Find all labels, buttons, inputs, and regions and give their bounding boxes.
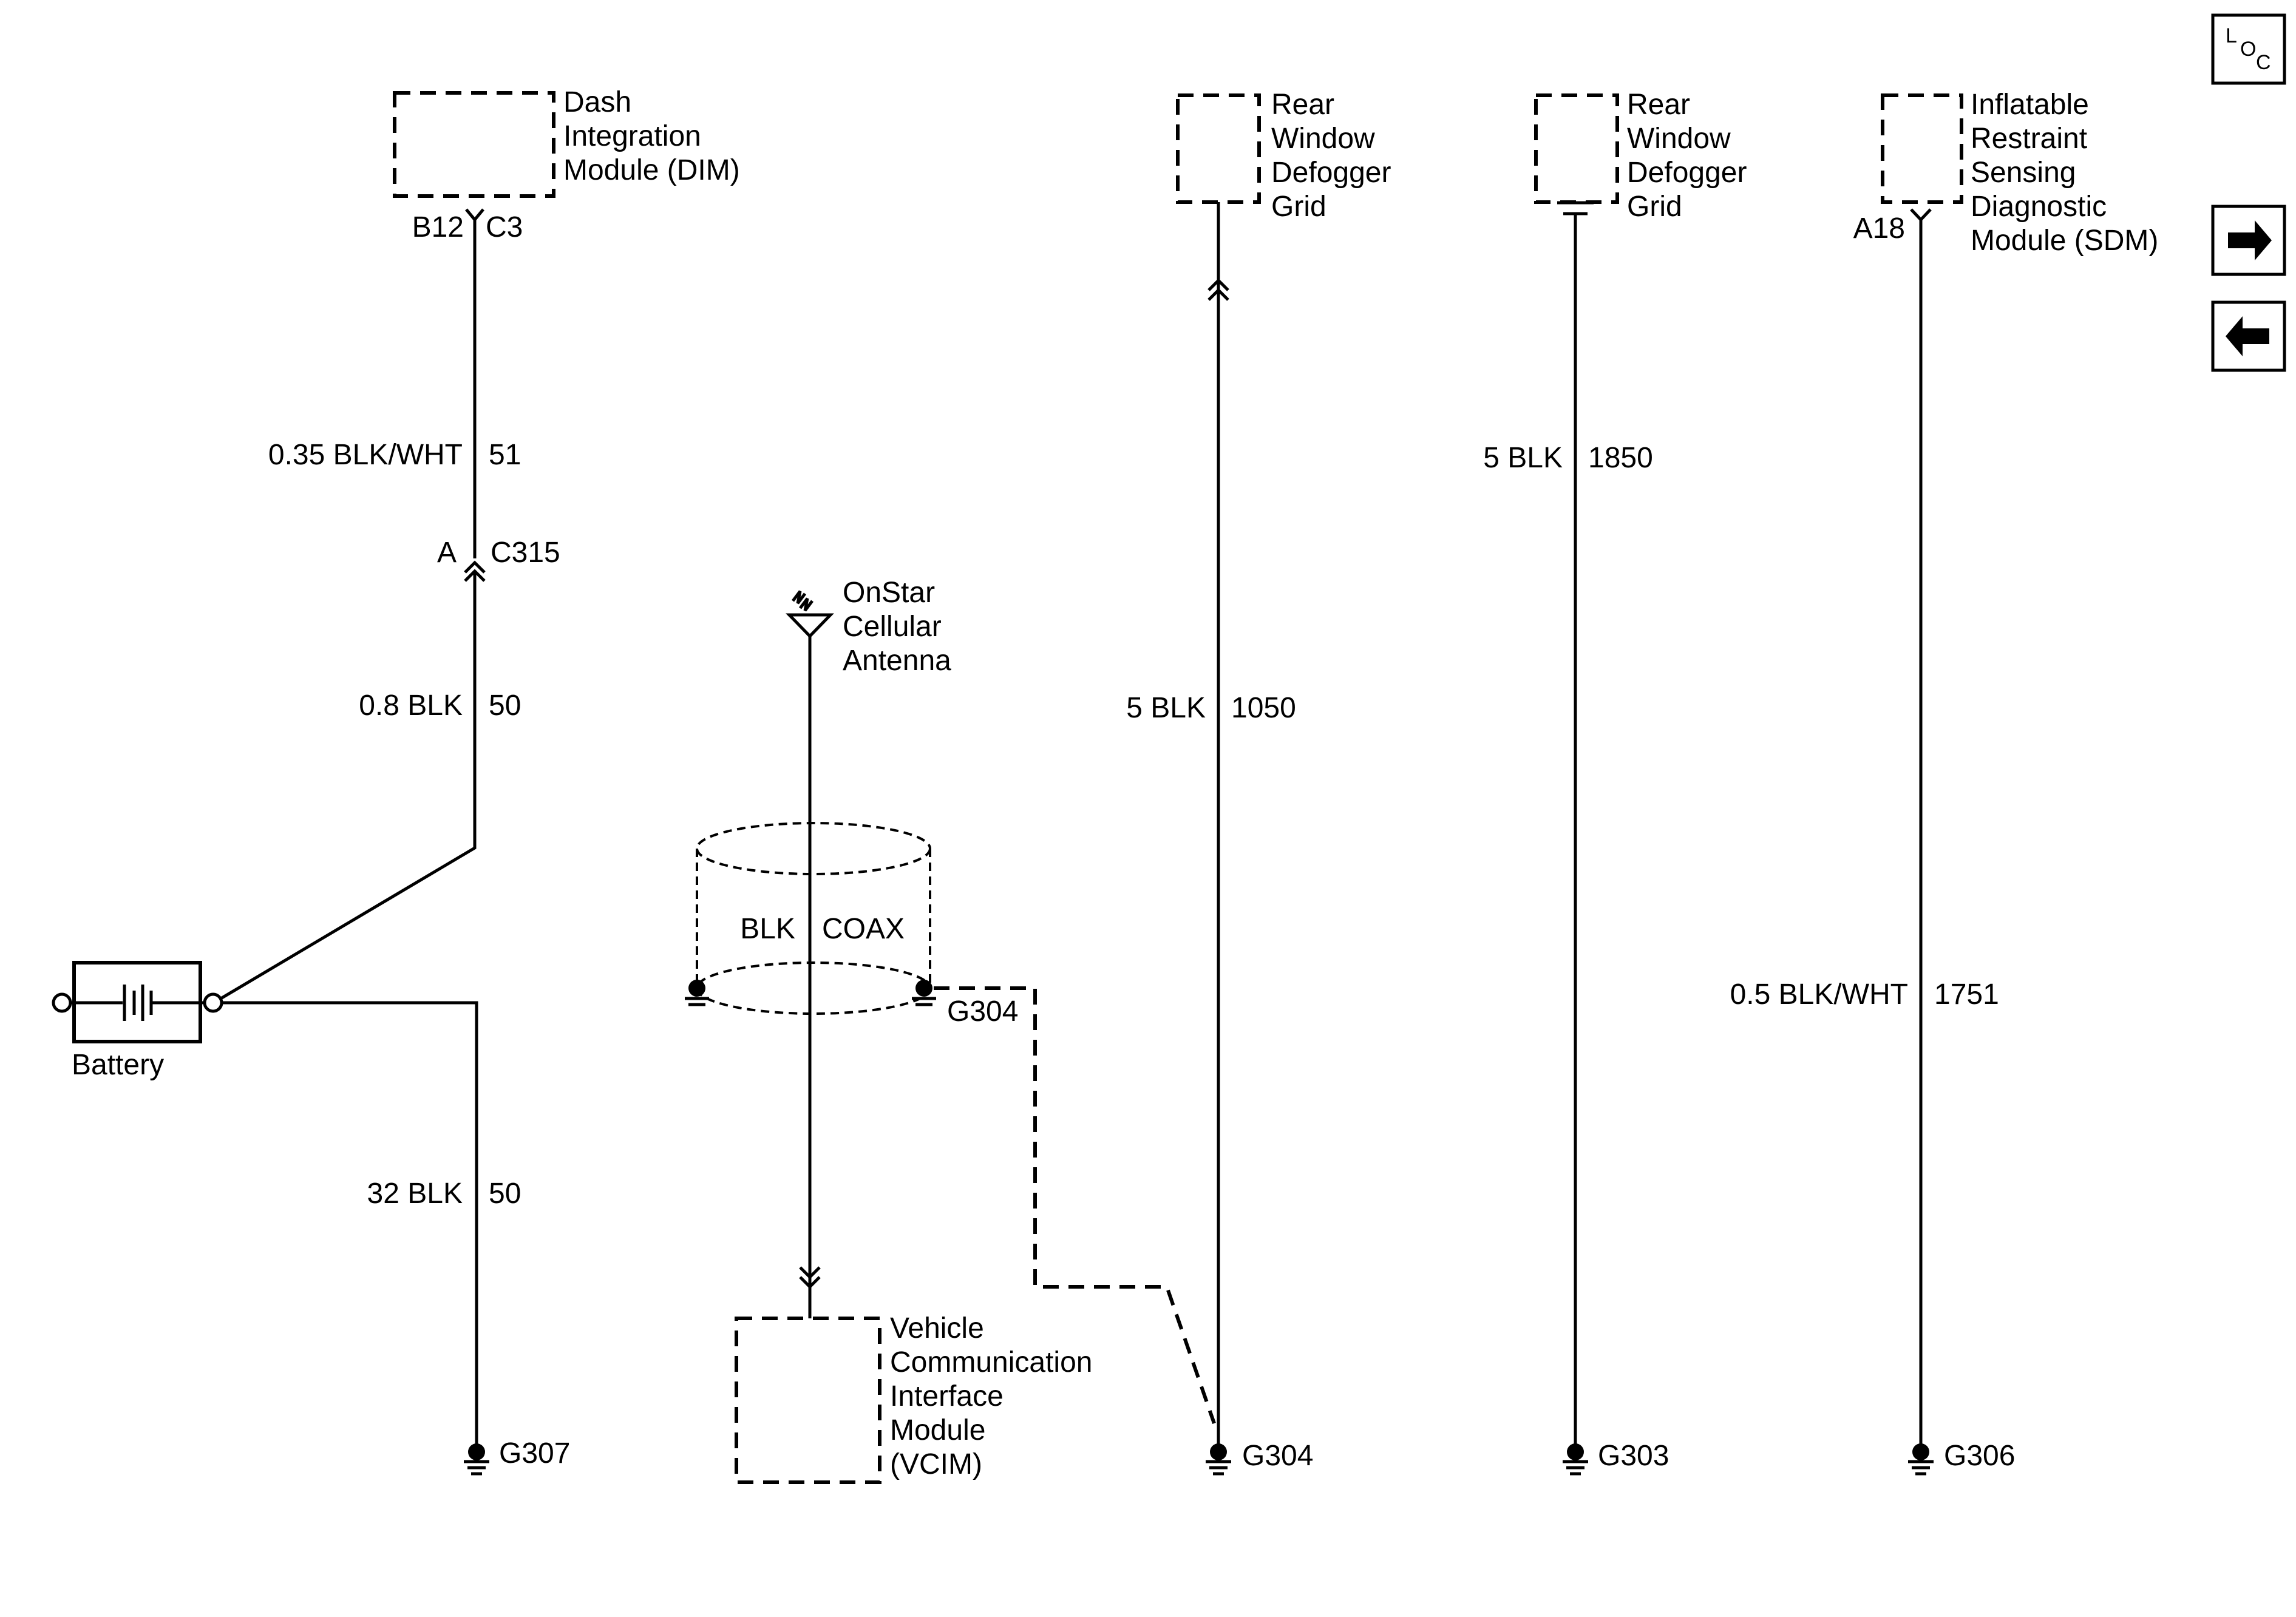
vcim-module: Vehicle Communication Interface Module (…	[735, 1312, 1092, 1484]
wire-dim-50-spec: 0.8 BLK	[359, 690, 463, 722]
battery-positive-terminal-icon	[203, 992, 223, 1013]
antenna-label-line2: Cellular	[843, 611, 942, 643]
wire-dim-50-circuit: 50	[489, 690, 521, 722]
defogger-a-label-line3: Defogger	[1271, 157, 1391, 189]
battery-negative-terminal-icon	[52, 992, 72, 1013]
wire-defogger-b-spec: 5 BLK	[1483, 442, 1563, 474]
antenna-label-line3: Antenna	[843, 645, 951, 677]
coax-ground-label: G304	[947, 995, 1018, 1028]
vcim-label-line1: Vehicle	[890, 1312, 984, 1344]
defogger-a-label-line4: Grid	[1271, 191, 1326, 223]
defogger-b-label-line1: Rear	[1627, 89, 1690, 121]
wire-battery-ground-spec: 32 BLK	[367, 1178, 463, 1210]
coax-ground-left-icon	[688, 980, 705, 997]
defogger-a-label-line1: Rear	[1271, 89, 1334, 121]
ground-g304: G304	[1206, 1440, 1313, 1476]
dim-label-line2: Integration	[563, 120, 701, 152]
c315-connector: A C315	[437, 537, 560, 582]
ground-g306: G306	[1908, 1440, 2015, 1476]
wire-defogger-a-circuit: 1050	[1231, 692, 1296, 724]
sdm-module-box	[1881, 93, 1963, 204]
c315-connector-icon	[464, 560, 486, 574]
defogger-grid-b: Rear Window Defogger Grid	[1534, 89, 1747, 223]
c315-name-label: C315	[491, 537, 560, 569]
ground-g307: G307	[464, 1437, 570, 1476]
wire-dim-50	[212, 573, 477, 1005]
component-locator-button[interactable]: L O C	[2211, 13, 2286, 85]
locator-letter-c: C	[2256, 51, 2271, 74]
dim-module-box	[393, 91, 555, 198]
vcim-label-line4: Module	[890, 1414, 985, 1446]
ground-g304-label: G304	[1242, 1440, 1313, 1472]
defogger-a-label-line2: Window	[1271, 123, 1375, 155]
arrow-left-icon	[2226, 316, 2269, 356]
sdm-label-line4: Diagnostic	[1971, 191, 2107, 223]
wire-battery-ground-circuit: 50	[489, 1178, 521, 1210]
vcim-connector-icon	[799, 1266, 821, 1280]
battery: Battery	[52, 961, 223, 1081]
component-locator-icon[interactable]	[2211, 13, 2286, 85]
coax-color-label: BLK	[740, 913, 795, 945]
defogger-b-label-line3: Defogger	[1627, 157, 1747, 189]
wire-dim-51-circuit: 51	[489, 439, 521, 471]
vcim-module-box	[735, 1317, 881, 1484]
wire-defogger-b-circuit: 1850	[1588, 442, 1653, 474]
defogger-b-label-line2: Window	[1627, 123, 1731, 155]
coax-ground-right-icon	[915, 980, 932, 997]
ground-g303: G303	[1563, 1440, 1669, 1476]
defogger-grid-b-box	[1534, 93, 1619, 204]
sdm-label-line1: Inflatable	[1971, 89, 2089, 121]
ground-g307-icon	[468, 1443, 485, 1460]
coax-ground-left	[685, 980, 709, 1006]
ground-g304-icon	[1210, 1443, 1227, 1460]
battery-cell-icon	[123, 985, 153, 1021]
previous-page-button[interactable]	[2211, 300, 2286, 372]
dim-label-line1: Dash	[563, 86, 631, 118]
onstar-antenna: OnStar Cellular Antenna	[786, 577, 951, 677]
antenna-icon	[786, 590, 834, 639]
wire-defogger-a-spec: 5 BLK	[1126, 692, 1206, 724]
sdm-label-line2: Restraint	[1971, 123, 2087, 155]
dim-module: Dash Integration Module (DIM) B12 C3	[393, 86, 740, 243]
coax-shield: BLK COAX	[696, 822, 931, 1015]
wire-sdm-spec: 0.5 BLK/WHT	[1730, 978, 1908, 1011]
coax-ground-right: G304	[912, 980, 1018, 1028]
defogger-b-label-line4: Grid	[1627, 191, 1682, 223]
arrow-right-icon	[2228, 220, 2272, 260]
antenna-label-line1: OnStar	[843, 577, 935, 609]
ground-g303-icon	[1567, 1443, 1584, 1460]
ground-g306-label: G306	[1944, 1440, 2015, 1472]
dim-label-line3: Module (DIM)	[563, 154, 740, 186]
sdm-pin-label: A18	[1853, 212, 1905, 245]
coax-type-label: COAX	[822, 913, 905, 945]
wire-dim-51-spec: 0.35 BLK/WHT	[268, 439, 463, 471]
c315-pin-label: A	[437, 537, 457, 569]
wire-battery-ground	[222, 1001, 478, 1449]
next-page-button[interactable]	[2211, 205, 2286, 276]
dim-connector-label: B12	[412, 211, 464, 243]
vcim-label-line5: (VCIM)	[890, 1448, 982, 1480]
sdm-label-line3: Sensing	[1971, 157, 2076, 189]
wire-sdm-circuit: 1751	[1934, 978, 1999, 1011]
ground-g307-label: G307	[499, 1437, 570, 1470]
locator-letter-l: L	[2226, 24, 2237, 47]
battery-label: Battery	[72, 1049, 164, 1081]
defogger-a-connector-icon	[1207, 278, 1229, 291]
vcim-label-line2: Communication	[890, 1346, 1092, 1378]
vcim-label-line3: Interface	[890, 1380, 1004, 1412]
sdm-terminal-icon	[1910, 208, 1932, 222]
ground-g303-label: G303	[1598, 1440, 1669, 1472]
ground-g306-icon	[1912, 1443, 1929, 1460]
sdm-label-line5: Module (SDM)	[1971, 225, 2158, 257]
dim-pin-label: C3	[486, 211, 523, 243]
dim-terminal-icon	[465, 208, 484, 222]
defogger-grid-a-box	[1176, 93, 1261, 204]
defogger-grid-a: Rear Window Defogger Grid	[1176, 89, 1391, 223]
locator-letter-o: O	[2240, 38, 2256, 61]
sdm-module: Inflatable Restraint Sensing Diagnostic …	[1853, 89, 2159, 257]
